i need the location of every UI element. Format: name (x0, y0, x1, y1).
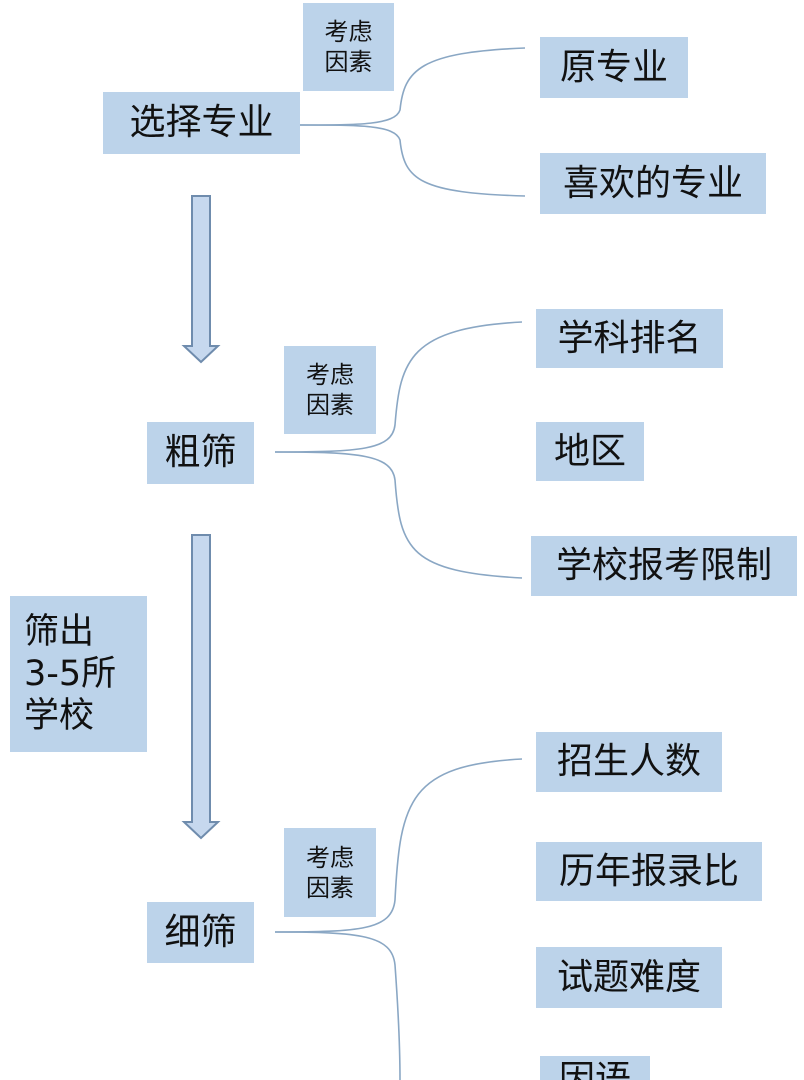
brace-group-2 (274, 321, 523, 579)
factor-box: 地区 (536, 422, 644, 481)
flow-arrow-2 (181, 534, 221, 840)
flow-arrow-1 (181, 195, 221, 364)
side-note: 筛出 3-5所 学校 (10, 596, 147, 752)
brace-group-1 (299, 47, 526, 197)
step-label: 粗筛 (164, 432, 237, 473)
brace-group-3 (274, 758, 523, 1080)
step-coarse-screen: 粗筛 (147, 422, 254, 484)
factor-box: 学校报考限制 (531, 536, 797, 596)
step-label: 细筛 (164, 911, 237, 953)
factor-box: 因语 (540, 1056, 650, 1080)
factor-box: 学科排名 (536, 309, 723, 368)
factor-box: 试题难度 (536, 947, 722, 1008)
consider-factors-label: 考虑 因素 (284, 828, 376, 917)
consider-factors-label: 考虑 因素 (284, 346, 376, 434)
step-select-major: 选择专业 (103, 92, 300, 154)
consider-factors-label: 考虑 因素 (303, 3, 394, 91)
factor-box: 喜欢的专业 (540, 153, 766, 214)
factor-box: 历年报录比 (536, 842, 762, 901)
step-fine-screen: 细筛 (147, 902, 254, 963)
step-label: 选择专业 (129, 102, 274, 143)
factor-box: 招生人数 (536, 732, 722, 792)
factor-box: 原专业 (540, 37, 688, 98)
